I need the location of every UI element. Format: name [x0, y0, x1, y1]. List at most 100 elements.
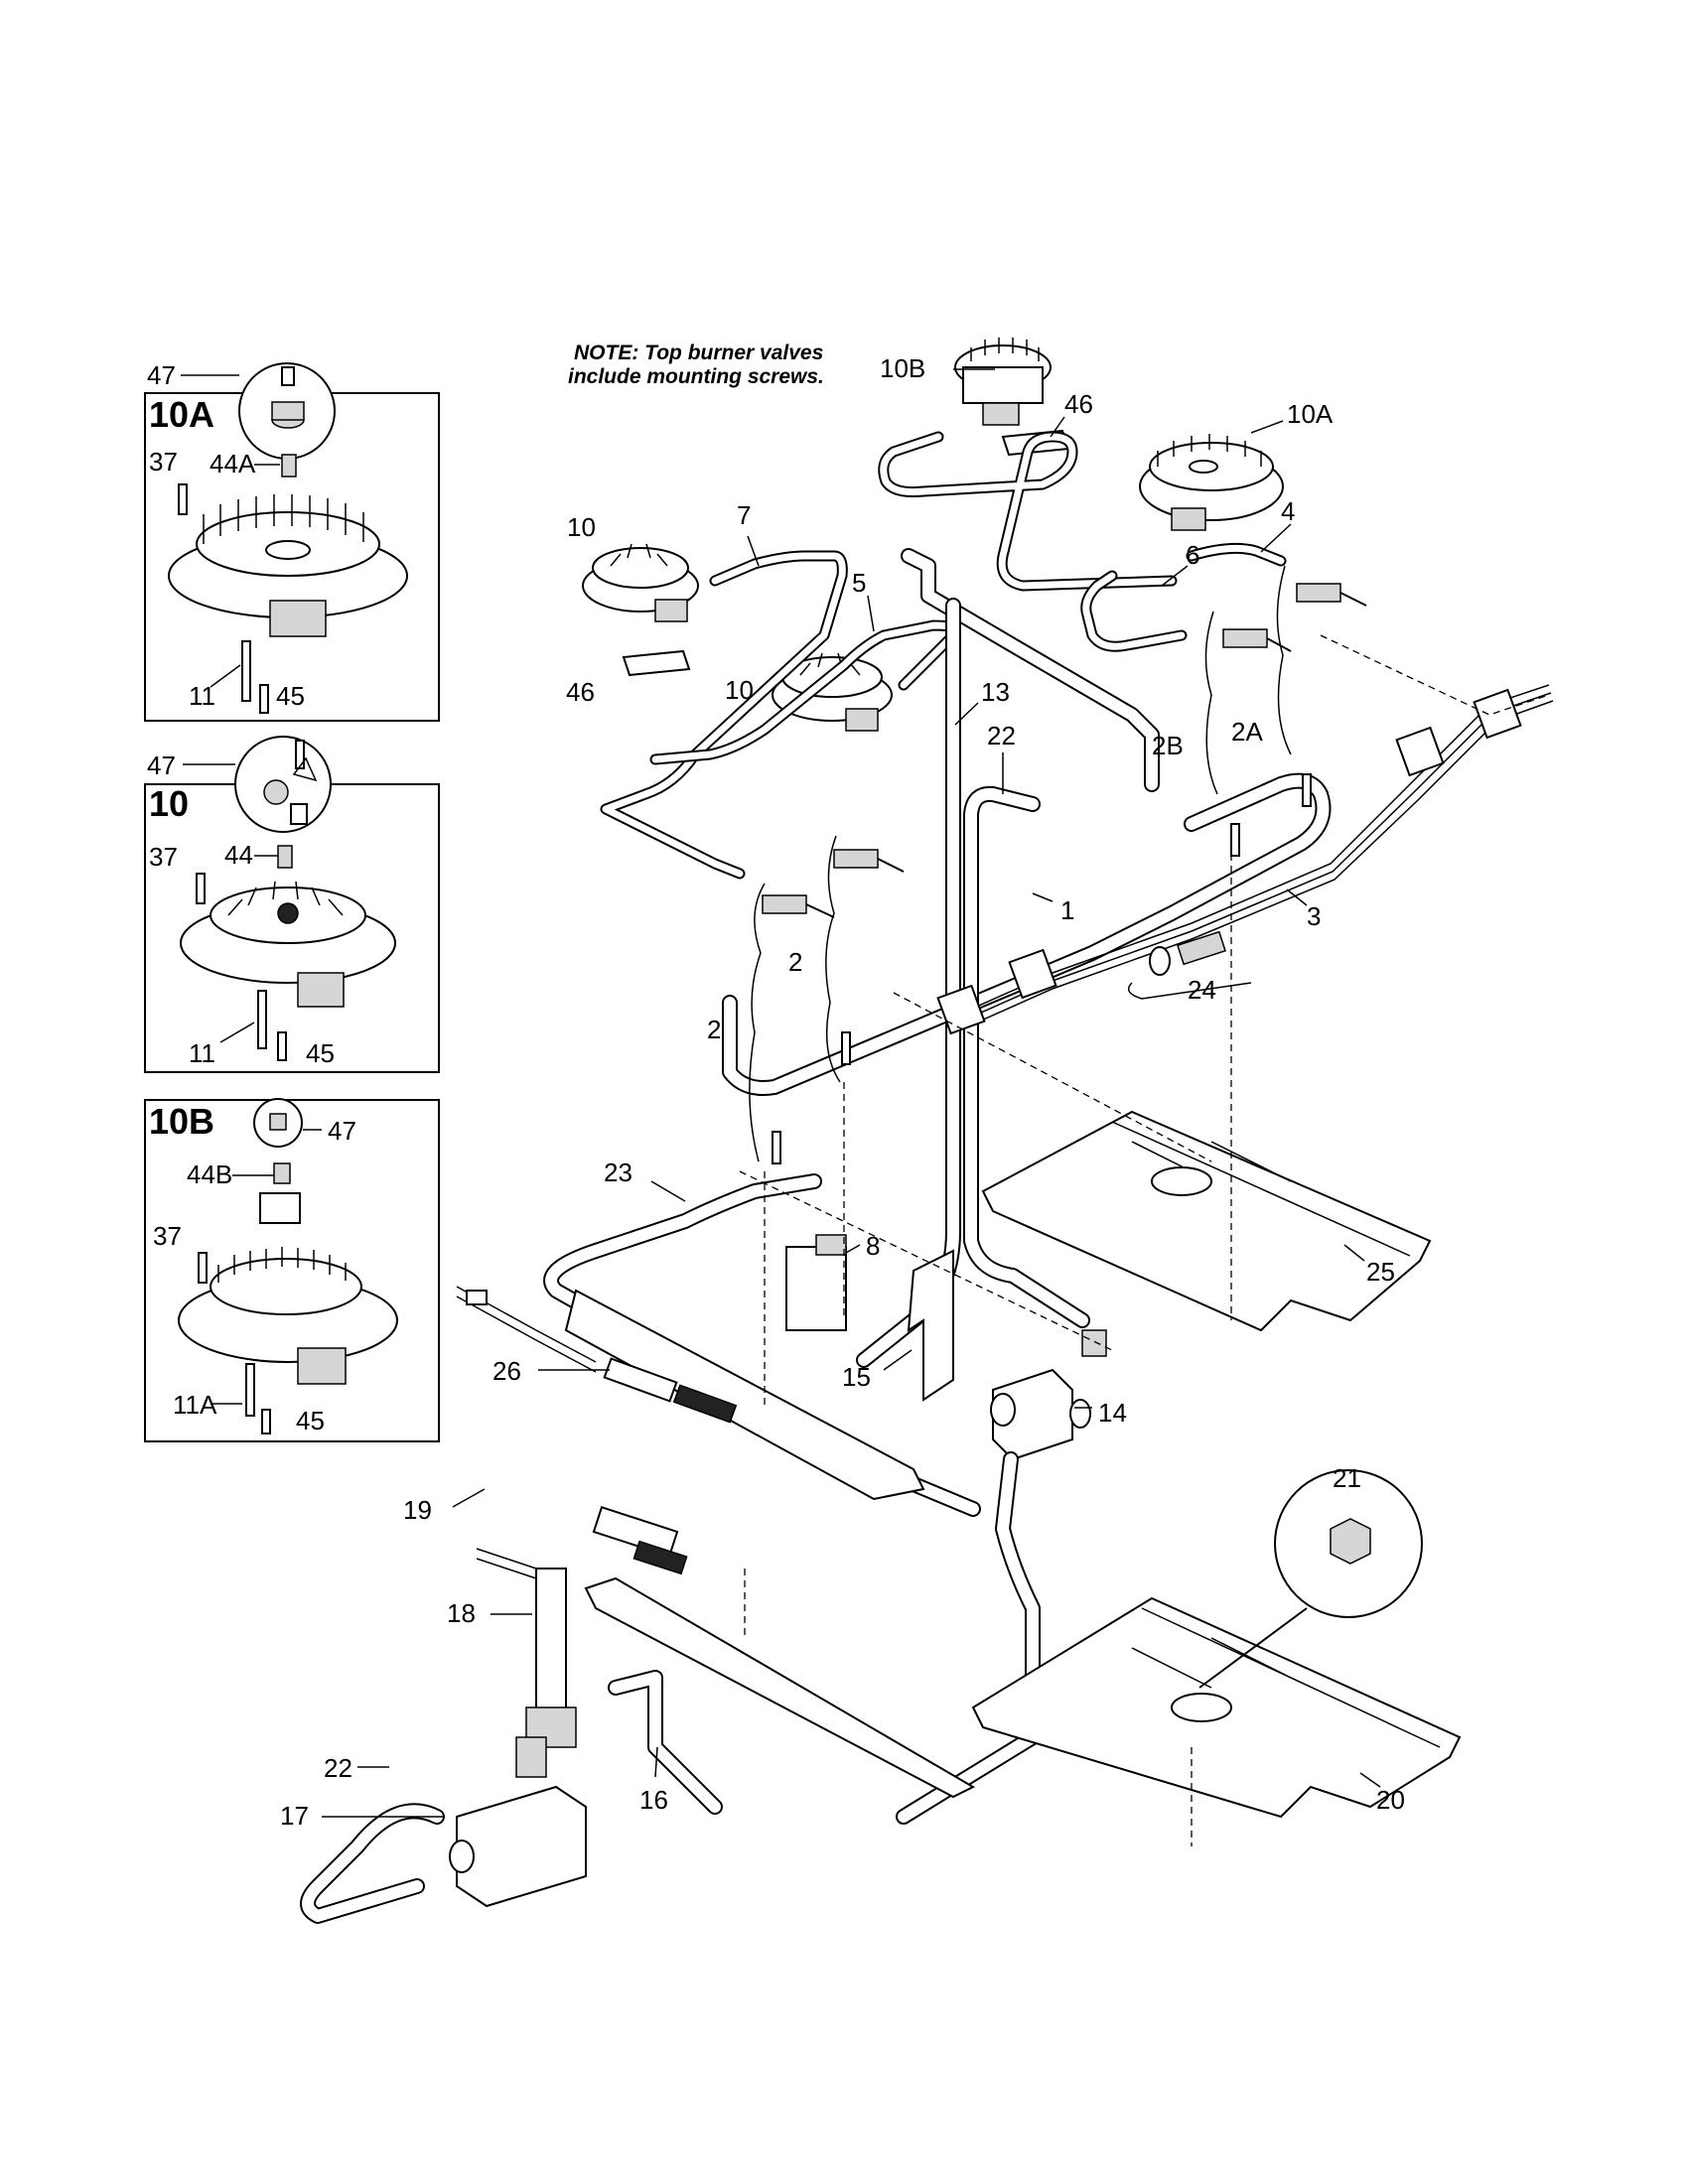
leader-5	[867, 595, 875, 632]
burner-spokes-10	[227, 881, 344, 916]
nut-21	[1330, 1518, 1371, 1565]
burner-slots-10a	[203, 494, 364, 544]
burner-10-left-top	[592, 547, 689, 589]
inset-box-10a: 10A 47 37 44A 11 45	[144, 360, 440, 722]
spacer-47-10	[290, 803, 308, 825]
valve-2-right-body	[833, 849, 879, 869]
valve-17-fitting	[515, 1736, 547, 1778]
baffle-25-tube	[1151, 1166, 1212, 1196]
note-line-1: NOTE: Top burner valves	[574, 341, 823, 364]
leader-15	[883, 1349, 913, 1371]
leader-6	[1161, 565, 1189, 587]
leader-20	[1359, 1772, 1381, 1788]
pipe-22-lower-inner	[302, 1805, 443, 1922]
dash-oven-links	[739, 992, 1212, 1351]
inset-frame-10b	[144, 1099, 440, 1442]
label-47-10: 47	[147, 751, 176, 780]
electrode-11-10	[257, 990, 267, 1049]
callout-10a: 10A	[1287, 399, 1334, 429]
callout-2a: 2A	[1231, 717, 1263, 747]
burner-10b	[954, 338, 1052, 426]
leader-7	[747, 535, 760, 567]
label-47-10b: 47	[328, 1116, 356, 1146]
screw-2b	[1230, 823, 1240, 857]
valve-2-right	[833, 849, 905, 873]
igniter-19	[592, 1506, 679, 1558]
label-45-10a: 45	[276, 681, 305, 711]
burner-center-10	[277, 902, 299, 924]
callout-4: 4	[1281, 496, 1295, 526]
valve-17-inlet	[449, 1840, 475, 1873]
callout-14: 14	[1098, 1398, 1127, 1428]
label-11a-10b: 11A	[173, 1390, 217, 1420]
label-45-10b: 45	[296, 1406, 325, 1435]
pressure-regulator-14	[992, 1368, 1073, 1461]
leader-3	[1286, 888, 1308, 906]
valve-2-right-stem	[877, 858, 905, 873]
callout-2-left: 2	[707, 1015, 721, 1044]
valve-2a-body	[1296, 583, 1341, 603]
pipe-16-inner	[610, 1672, 721, 1813]
leader-11-10	[219, 1022, 255, 1043]
igniter-19-tip	[633, 1540, 688, 1575]
callout-8: 8	[866, 1231, 880, 1261]
igniter-26-tip	[672, 1384, 738, 1424]
valve-2-left-stem	[805, 903, 835, 918]
callout-5: 5	[852, 568, 866, 598]
callout-19: 19	[403, 1495, 432, 1525]
burner-slots-10b	[217, 1247, 347, 1283]
callout-13: 13	[981, 677, 1010, 707]
regulator-14-inlet	[990, 1393, 1016, 1427]
burner-10-left	[582, 543, 699, 622]
screw-45-10b	[261, 1409, 271, 1434]
cap-47-10b	[269, 1113, 287, 1131]
oven-burner-body	[564, 1289, 925, 1501]
broil-burner-18-venturi	[535, 1568, 567, 1718]
tube-6-inner	[880, 433, 1176, 590]
orifice-44	[277, 845, 293, 869]
valve-2-left	[762, 894, 835, 918]
label-37-10: 37	[149, 842, 178, 872]
leader-4	[1260, 523, 1292, 553]
leader-23	[650, 1180, 686, 1202]
screw-2-left	[772, 1131, 781, 1164]
callout-25: 25	[1366, 1257, 1395, 1287]
valve-2a	[1296, 583, 1367, 607]
screw-47-10	[295, 740, 305, 769]
screw-37-10a	[178, 483, 188, 515]
safety-valve-17	[456, 1785, 587, 1908]
switch-3-b	[1008, 948, 1057, 1000]
label-11-10a: 11	[189, 681, 215, 711]
callout-46-left: 46	[566, 677, 595, 707]
label-44-10: 44	[224, 840, 253, 870]
manifold-pipe-1-inner	[724, 774, 1330, 1094]
callout-10-left: 10	[567, 512, 596, 542]
screw-45-10a	[259, 684, 269, 714]
burner-ring-10b	[210, 1258, 362, 1315]
burner-neck-10b	[297, 1347, 347, 1385]
manifold-rail-inner	[903, 550, 1158, 790]
screw-37-10b	[198, 1252, 208, 1284]
brace-24	[1127, 982, 1252, 1000]
callout-6: 6	[1186, 540, 1199, 570]
valve-2a-stem	[1339, 592, 1367, 607]
screw-45-10	[277, 1031, 287, 1061]
leader-1	[1032, 892, 1054, 902]
tube-7-inner	[602, 552, 846, 878]
burner-10b-neck	[982, 402, 1020, 426]
inset-box-10: 10 47 37 44 11 45	[144, 736, 440, 1073]
inset-box-10b: 10B 47 44B 37 11A 45	[144, 1098, 440, 1442]
callout-22-lower: 22	[324, 1753, 352, 1783]
inset-title-10a: 10A	[149, 394, 214, 435]
switch-3-d	[1473, 688, 1522, 740]
burner-10a-hole	[1189, 460, 1218, 474]
callout-3: 3	[1307, 901, 1321, 931]
label-37-10b: 37	[153, 1221, 182, 1251]
tube-6b-inner	[1082, 572, 1186, 650]
callout-22-upper: 22	[987, 721, 1016, 751]
brace-2-left	[749, 883, 766, 1162]
leader-16	[654, 1746, 658, 1778]
callout-18: 18	[447, 1598, 476, 1628]
burner-neck-10	[297, 972, 345, 1008]
burner-neck-10a	[269, 600, 327, 637]
